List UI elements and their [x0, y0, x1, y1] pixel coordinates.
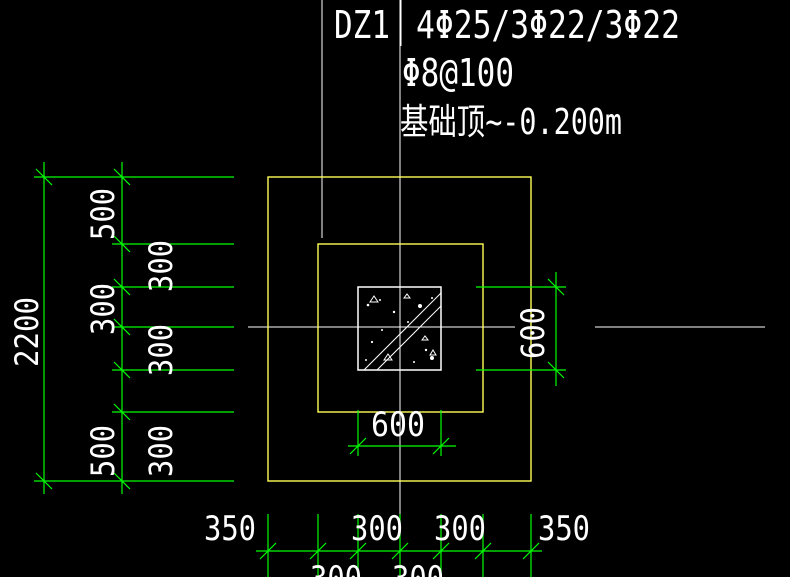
dim-bottom-4: 350: [538, 509, 590, 549]
dim-left-inner-2: 300: [142, 324, 180, 376]
inner-step-outline: [317, 243, 484, 413]
dimension-lines: [34, 162, 566, 577]
column-id: DZ1: [334, 3, 390, 47]
dim-bottom-sub-2: 300: [392, 559, 444, 577]
concrete-triangles: [369, 293, 437, 361]
dim-below-column: 600: [371, 405, 425, 445]
left-dimension-labels: 2200 500 300 500 300 300 300 600: [8, 188, 552, 477]
dim-left-outer-bottom: 500: [84, 425, 122, 477]
dim-right-column: 600: [514, 307, 552, 359]
stirrup-spec: Φ8@100: [402, 51, 514, 95]
concrete-dots: [365, 297, 434, 363]
hatch-line-1: [363, 292, 442, 371]
dim-left-outer-mid: 300: [84, 283, 122, 335]
column-outline: [357, 286, 442, 371]
dim-left-outer-top: 500: [84, 188, 122, 240]
foundation-outlines: [267, 176, 532, 482]
column-section: [357, 286, 442, 371]
dim-left-inner-3: 300: [142, 425, 180, 477]
outer-footing-outline: [267, 176, 532, 482]
dim-left-total: 2200: [8, 297, 46, 367]
bottom-dimension-labels: 600 350 300 300 350 300 300: [204, 405, 590, 577]
hatch-line-2: [376, 305, 442, 371]
longitudinal-bars: 4Φ25/3Φ22/3Φ22: [416, 3, 680, 47]
dim-left-inner-1: 300: [142, 240, 180, 292]
dim-bottom-sub-1: 300: [310, 559, 362, 577]
dim-bottom-2: 300: [351, 509, 403, 549]
column-annotation: DZ1 4Φ25/3Φ22/3Φ22 Φ8@100 基础顶~-0.200m: [334, 3, 680, 143]
dim-bottom-1: 350: [204, 509, 256, 549]
dim-bottom-3: 300: [434, 509, 486, 549]
top-elevation: 基础顶~-0.200m: [400, 102, 622, 143]
